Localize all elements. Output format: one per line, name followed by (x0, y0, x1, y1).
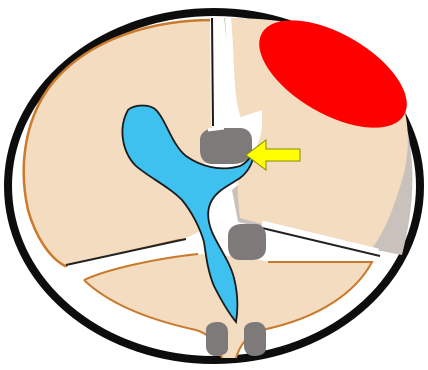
central-vertical-dark (212, 18, 213, 126)
upper-nodule-highlight (208, 128, 224, 130)
middle-nodule (228, 224, 266, 260)
bottom-nodule-right (244, 322, 266, 356)
bottom-nodule-left (206, 322, 228, 356)
upper-nodule (200, 128, 252, 164)
